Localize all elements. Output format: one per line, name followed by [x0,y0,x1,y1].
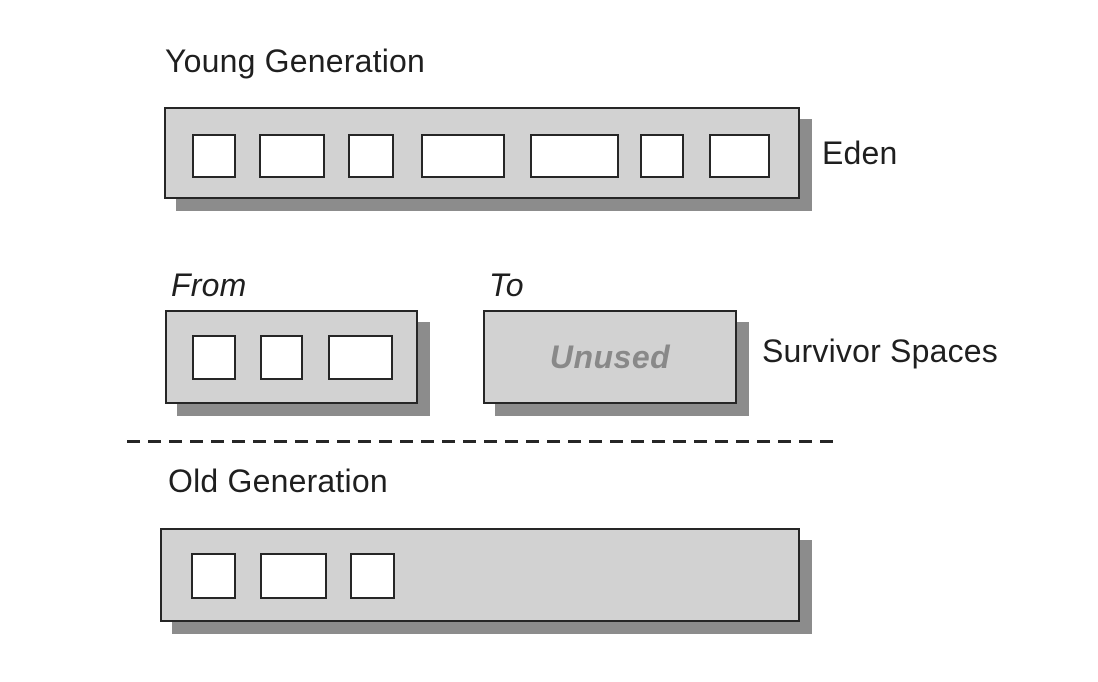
memory-object-box [420,133,505,178]
memory-object-box [259,552,327,599]
eden-label: Eden [822,135,898,171]
memory-object-box [349,552,395,599]
old-generation-label: Old Generation [168,463,388,499]
from-survivor-space-bar [165,310,418,404]
old-generation-bar [160,528,800,622]
memory-object-box [259,334,303,380]
memory-object-box [258,133,325,178]
memory-object-box [190,552,236,599]
memory-object-box [191,334,236,380]
memory-object-box [639,133,684,178]
memory-object-box [529,133,619,178]
unused-label: Unused [549,338,671,375]
generation-divider-dashed-line [127,440,840,443]
survivor-spaces-label: Survivor Spaces [762,333,998,369]
from-survivor-label: From [171,267,247,303]
to-survivor-space-bar: Unused [483,310,737,404]
eden-bar [164,107,800,199]
memory-object-box [327,334,393,380]
young-generation-label: Young Generation [165,43,426,79]
to-survivor-label: To [489,267,524,303]
memory-object-box [708,133,770,178]
memory-object-box [191,133,236,178]
memory-object-box [347,133,394,178]
